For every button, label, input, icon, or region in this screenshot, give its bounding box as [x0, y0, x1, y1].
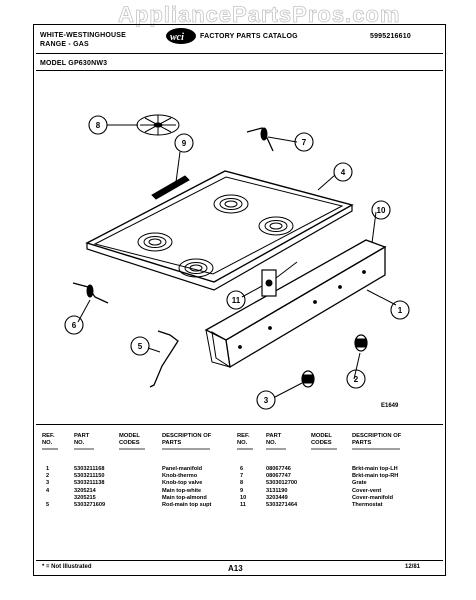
- table-top-divider: [36, 424, 443, 425]
- table-cell-part: 5303271609: [74, 502, 106, 508]
- table-cell-part: 3203449: [266, 494, 288, 501]
- table-cell-ref: 4: [46, 487, 50, 494]
- table-cell-desc: Thermostat: [352, 502, 383, 508]
- table-cell-desc: Brkt-main top-LH: [352, 466, 398, 472]
- table-cell-desc: Cover-vent: [352, 487, 382, 494]
- burner-fl: [178, 258, 214, 278]
- table-cell-ref: 10: [240, 494, 247, 501]
- hdr-desc-left: DESCRIPTION OF PARTS: [162, 433, 212, 446]
- hdr-part-right: PART NO.: [266, 433, 282, 446]
- table-cell-part: 5303211168: [74, 466, 105, 472]
- thermostat-part: [261, 261, 298, 297]
- knob-top-valve-part: [301, 370, 315, 388]
- table-cell-desc: Brkt-main top-RH: [352, 473, 399, 480]
- table-cell-ref: 9: [240, 487, 244, 494]
- hdr-ref-right: REF. NO.: [237, 433, 250, 446]
- model-divider: [36, 70, 443, 71]
- support-rod-part: [149, 330, 179, 388]
- bracket-lh-part: [72, 282, 109, 304]
- footer-date: 12/81: [405, 564, 421, 570]
- table-cell-ref: 5: [46, 502, 50, 508]
- table-cell-part: 3205214: [74, 487, 96, 494]
- hdr-part-left: PART NO.: [74, 433, 90, 446]
- manifold-panel-part: [204, 239, 387, 369]
- knob-thermo-part: [354, 334, 368, 352]
- table-cell-part: 3205215: [74, 494, 96, 501]
- watermark: AppliancePartsPros.com: [118, 2, 401, 28]
- table-cell-desc: Cover-manifold: [352, 494, 394, 501]
- hdr-model-left: MODEL CODES: [119, 433, 140, 446]
- callout-3: 3: [264, 396, 269, 405]
- callout-11: 11: [232, 296, 241, 305]
- callout-4: 4: [341, 168, 346, 177]
- table-bottom-divider: [36, 560, 443, 561]
- wci-logo: wci: [166, 28, 196, 44]
- not-illustrated-note: * = Not Illustrated: [42, 564, 92, 570]
- callout-5: 5: [138, 342, 143, 351]
- table-cell-ref: 7: [240, 473, 244, 480]
- burner-rl: [137, 232, 173, 252]
- callout-8: 8: [96, 121, 101, 130]
- callout-6: 6: [72, 321, 77, 330]
- table-cell-ref: 1: [46, 466, 50, 472]
- callout-10: 10: [377, 206, 386, 215]
- bracket-rh-part: [246, 127, 274, 152]
- table-cell-ref: 6: [240, 466, 244, 472]
- hdr-model-right: MODEL CODES: [311, 433, 332, 446]
- vent-cover-part: [151, 175, 190, 200]
- callout-9: 9: [182, 139, 187, 148]
- catalog-title: FACTORY PARTS CATALOG: [200, 33, 298, 40]
- table-cell-part: 5303012700: [266, 480, 298, 487]
- table-cell-ref: 8: [240, 480, 244, 487]
- table-cell-desc: Grate: [352, 480, 367, 487]
- table-cell-desc: Rod-main top supt: [162, 502, 212, 508]
- page-number: A13: [228, 564, 243, 573]
- table-cell-part: 08067746: [266, 466, 291, 472]
- callout-circles: [64, 115, 410, 410]
- brand-line-1: WHITE-WESTINGHOUSE: [40, 32, 127, 39]
- table-cell-part: 5303271464: [266, 502, 298, 508]
- header-divider: [36, 53, 443, 54]
- hdr-desc-right: DESCRIPTION OF PARTS: [352, 433, 402, 446]
- table-cell-ref: 3: [46, 480, 50, 487]
- callout-7: 7: [302, 138, 307, 147]
- table-cell-desc: Main top-white: [162, 487, 202, 494]
- callout-2: 2: [354, 375, 359, 384]
- table-cell-part: 3131190: [266, 487, 288, 494]
- table-cell-desc: Knob-thermo: [162, 473, 198, 480]
- table-cell-desc: Panel-manifold: [162, 466, 203, 472]
- catalog-number: 5995216610: [370, 33, 411, 40]
- table-cell-ref: 2: [46, 473, 50, 480]
- callout-numbers: 8 9 7 4 10 1 2 3 5 6 11: [72, 121, 403, 405]
- leader-lines: [77, 124, 397, 398]
- main-top-part: [85, 170, 354, 291]
- burner-rr: [213, 194, 249, 214]
- table-cell-desc: Knob-top valve: [162, 480, 203, 487]
- table-cell-part: 5303211138: [74, 480, 105, 487]
- page-frame: [33, 24, 446, 576]
- hdr-ref-left: REF. NO.: [42, 433, 55, 446]
- callout-1: 1: [398, 306, 403, 315]
- burner-fr: [258, 216, 294, 236]
- table-cell-ref: 11: [240, 502, 246, 508]
- table-cell-desc: Main top-almond: [162, 494, 207, 501]
- model-number: MODEL GP630NW3: [40, 60, 108, 67]
- table-cell-part: 5303211150: [74, 473, 105, 480]
- brand-line-2: RANGE - GAS: [40, 41, 89, 48]
- svg-text:wci: wci: [170, 32, 184, 43]
- table-cell-part: 08067747: [266, 473, 291, 480]
- figure-code: E1649: [381, 403, 399, 409]
